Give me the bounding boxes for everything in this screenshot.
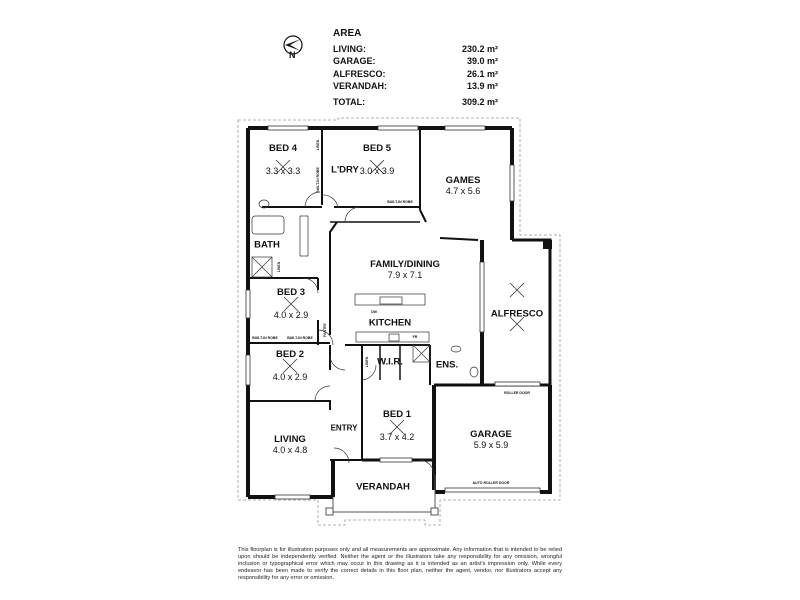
area-summary: AREA LIVING: 230.2 m² GARAGE: 39.0 m² ALFR…: [333, 28, 498, 108]
area-row-garage: GARAGE: 39.0 m²: [333, 55, 498, 68]
room-bed-5: BED 5 3.0 x 3.9: [360, 143, 395, 177]
disclaimer-text: This floorplan is for illustration purpo…: [238, 547, 562, 581]
builtin-robe-label: BUILT-IN ROBE: [316, 167, 320, 193]
linen-label: LINEN: [365, 356, 369, 368]
room-name: KITCHEN: [368, 317, 412, 329]
room-verandah: VERANDAH: [356, 482, 410, 493]
room-dims: 3.0 x 3.9: [359, 166, 395, 176]
room-bath: BATH: [254, 240, 280, 251]
pantry-label: PANTRY: [323, 323, 327, 337]
verandah-rail: [325, 475, 439, 516]
area-label: TOTAL:: [333, 96, 366, 107]
room-name: BATH: [254, 239, 280, 251]
area-label: VERANDAH:: [333, 81, 387, 91]
builtin-robe-label: BUILT-IN ROBE: [252, 336, 278, 340]
north-arrow-icon: [283, 35, 303, 55]
room-name: FAMILY/DINING: [370, 259, 440, 270]
door-swings: [302, 191, 435, 476]
room-name: BED 2: [276, 349, 304, 360]
room-dims: 4.7 x 5.6: [445, 186, 481, 196]
room-alfresco: ALFRESCO: [491, 309, 543, 320]
roller-door-label: ROLLER DOOR: [504, 391, 530, 395]
area-row-total: TOTAL: 309.2 m²: [333, 96, 498, 109]
room-name: VERANDAH: [356, 481, 410, 493]
room-bed-3: BED 3 4.0 x 2.9: [274, 287, 309, 321]
auto-roller-door-label: AUTO ROLLER DOOR: [472, 481, 510, 485]
room-bed-4: BED 4 3.3 x 3.3: [266, 143, 301, 177]
room-name: BED 3: [277, 287, 305, 298]
area-label: LIVING:: [333, 43, 366, 54]
dishwasher-label: DW: [371, 310, 377, 314]
room-name: ALFRESCO: [490, 308, 544, 320]
room-kitchen: KITCHEN: [369, 318, 411, 329]
room-name: GARAGE: [470, 429, 512, 440]
area-value: 309.2 m²: [461, 96, 498, 107]
room-name: ENTRY: [330, 423, 358, 433]
linen-label: LINEN: [316, 139, 320, 151]
room-wir: W.I.R.: [377, 357, 403, 368]
area-label: GARAGE:: [333, 56, 376, 66]
room-laundry: L'DRY: [331, 165, 359, 176]
room-name: BED 4: [269, 143, 297, 154]
room-bed-2: BED 2 4.0 x 2.9: [273, 349, 308, 383]
room-bed-1: BED 1 3.7 x 4.2: [380, 409, 415, 443]
room-dims: 3.7 x 4.2: [379, 432, 415, 442]
room-name: ENS.: [435, 359, 459, 371]
room-dims: 3.3 x 3.3: [265, 166, 301, 176]
room-name: L'DRY: [331, 164, 359, 176]
roller-doors: [444, 381, 541, 493]
fridge-label: FR: [412, 335, 418, 339]
area-title: AREA: [333, 28, 362, 39]
windows: [245, 125, 515, 500]
linen-label: LINEN: [277, 261, 281, 273]
room-dims: 5.9 x 5.9: [473, 440, 509, 450]
ceiling-fans: [275, 159, 525, 435]
area-row-living: LIVING: 230.2 m²: [333, 43, 498, 56]
area-value: 13.9 m²: [466, 81, 498, 91]
room-dims: 4.0 x 2.9: [272, 372, 308, 382]
room-name: BED 5: [363, 143, 391, 154]
room-dims: 4.0 x 2.9: [273, 310, 309, 320]
area-value: 39.0 m²: [466, 56, 498, 66]
boundary-line: [237, 117, 561, 526]
builtin-robe-label: BUILT-IN ROBE: [287, 336, 313, 340]
post: [543, 240, 552, 249]
area-row-alfresco: ALFRESCO: 26.1 m²: [333, 68, 498, 81]
room-name: LIVING: [274, 434, 306, 445]
room-name: W.I.R.: [377, 356, 403, 368]
area-row-verandah: VERANDAH: 13.9 m²: [333, 80, 498, 93]
area-value: 230.2 m²: [461, 43, 498, 54]
bathroom-fixtures: [251, 199, 479, 378]
builtin-robe-label: BUILT-IN ROBE: [387, 200, 413, 204]
room-ensuite: ENS.: [436, 360, 458, 371]
kitchen-benches: [354, 293, 430, 343]
area-label: ALFRESCO:: [333, 68, 386, 79]
room-name: GAMES: [445, 175, 481, 186]
north-label: N: [289, 50, 296, 60]
room-dims: 7.9 x 7.1: [387, 270, 423, 280]
room-entry: ENTRY: [331, 423, 358, 434]
room-dims: 4.0 x 4.8: [272, 445, 308, 455]
area-value: 26.1 m²: [466, 68, 498, 79]
room-name: BED 1: [383, 409, 411, 420]
